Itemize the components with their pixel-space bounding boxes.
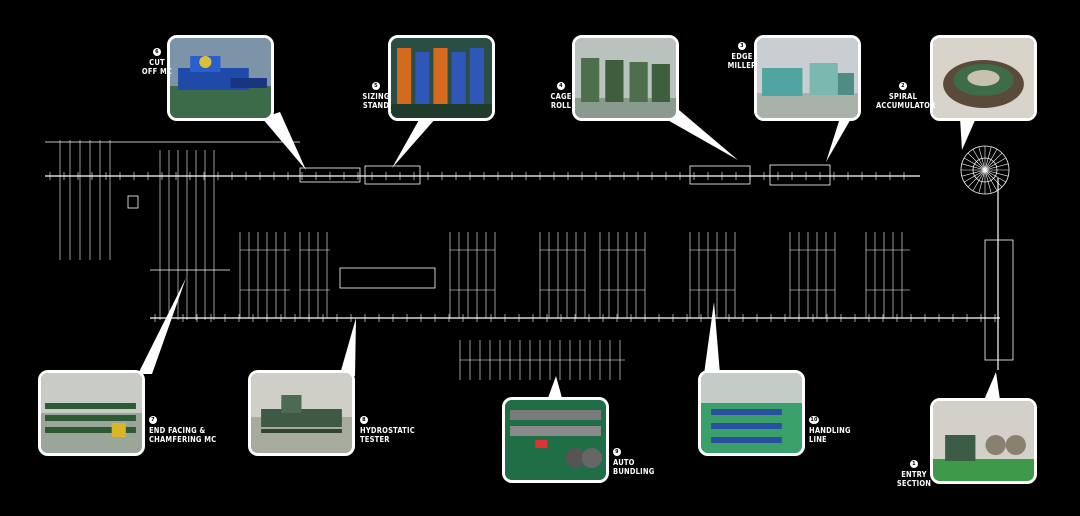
hydrostatic-tester-photo — [248, 370, 355, 456]
handling-line-photo — [698, 370, 805, 456]
callout-sizing-stand: 5 SIZING STAND — [356, 80, 396, 110]
edge-miller-photo — [754, 35, 861, 121]
mill-block — [769, 164, 831, 186]
label-line-1: HANDLING — [809, 426, 851, 435]
mill-block — [364, 165, 421, 185]
callout-entry-section: 1 ENTRY SECTION — [896, 458, 932, 488]
pointer-entry — [984, 372, 1000, 400]
label-line-2: TESTER — [360, 435, 390, 444]
pointer-cage-roll — [664, 110, 738, 160]
label-line-1: END FACING & — [149, 426, 206, 435]
label-line-2: MILLER — [727, 61, 757, 70]
label-line-1: AUTO — [613, 458, 635, 467]
badge-10: 10 — [809, 416, 819, 424]
callout-hydrostatic-tester: 8 HYDROSTATIC TESTER — [360, 414, 415, 444]
badge-7: 7 — [149, 416, 157, 424]
callout-end-facing: 7 END FACING & CHAMFERING MC — [149, 414, 217, 444]
callout-cage-roll: 4 CAGE ROLL — [546, 80, 576, 110]
badge-8: 8 — [360, 416, 368, 424]
label-line-1: EDGE — [731, 52, 753, 61]
label-line-2: ACCUMULATOR — [876, 101, 936, 110]
tester-block — [339, 267, 436, 289]
cut-off-machine-photo — [167, 35, 274, 121]
callout-auto-bundling: 9 AUTO BUNDLING — [613, 446, 655, 476]
pointer-handling — [704, 302, 720, 374]
label-line-1: SIZING — [362, 92, 390, 101]
mill-block — [689, 165, 751, 185]
sizing-stand-photo — [388, 35, 495, 121]
badge-9: 9 — [613, 448, 621, 456]
label-line-1: CUT — [149, 58, 165, 67]
label-line-2: ROLL — [550, 101, 572, 110]
auto-bundling-photo — [502, 397, 609, 483]
label-line-2: OFF MC — [141, 67, 173, 76]
callout-cut-off-mc: 6 CUT OFF MC — [138, 46, 176, 76]
pointer-end-facing — [138, 278, 186, 374]
callout-handling-line: 10 HANDLING LINE — [809, 414, 851, 444]
pointer-sizing — [392, 118, 436, 168]
label-line-2: BUNDLING — [613, 467, 655, 476]
label-line-2: CHAMFERING MC — [149, 435, 217, 444]
entry-block — [984, 239, 1014, 361]
badge-1: 1 — [910, 460, 918, 468]
mill-block — [299, 167, 361, 183]
label-line-1: HYDROSTATIC — [360, 426, 415, 435]
accumulator-hub — [972, 157, 998, 183]
badge-4: 4 — [557, 82, 565, 90]
label-line-2: SECTION — [896, 479, 932, 488]
badge-5: 5 — [372, 82, 380, 90]
badge-3: 3 — [738, 42, 746, 50]
label-line-1: SPIRAL — [888, 92, 918, 101]
callout-edge-miller: 3 EDGE MILLER — [724, 40, 760, 70]
cage-roll-photo — [572, 35, 679, 121]
label-line-2: STAND — [362, 101, 390, 110]
accumulator-wheel — [960, 145, 1010, 195]
label-line-1: CAGE — [550, 92, 572, 101]
label-line-1: ENTRY — [901, 470, 927, 479]
badge-6: 6 — [153, 48, 161, 56]
label-line-2: LINE — [809, 435, 827, 444]
pointer-hydro — [340, 318, 356, 376]
spiral-accumulator-photo — [930, 35, 1037, 121]
badge-2: 2 — [899, 82, 907, 90]
callout-spiral-accumulator: 2 SPIRAL ACCUMULATOR — [876, 80, 936, 110]
station-block — [127, 195, 139, 209]
pointer-bundling — [548, 376, 562, 398]
pointer-spiral — [960, 118, 976, 150]
pointer-cut-off — [262, 112, 306, 170]
entry-section-photo — [930, 398, 1037, 484]
pointer-edge-miller — [826, 110, 856, 162]
end-facing-photo — [38, 370, 145, 456]
